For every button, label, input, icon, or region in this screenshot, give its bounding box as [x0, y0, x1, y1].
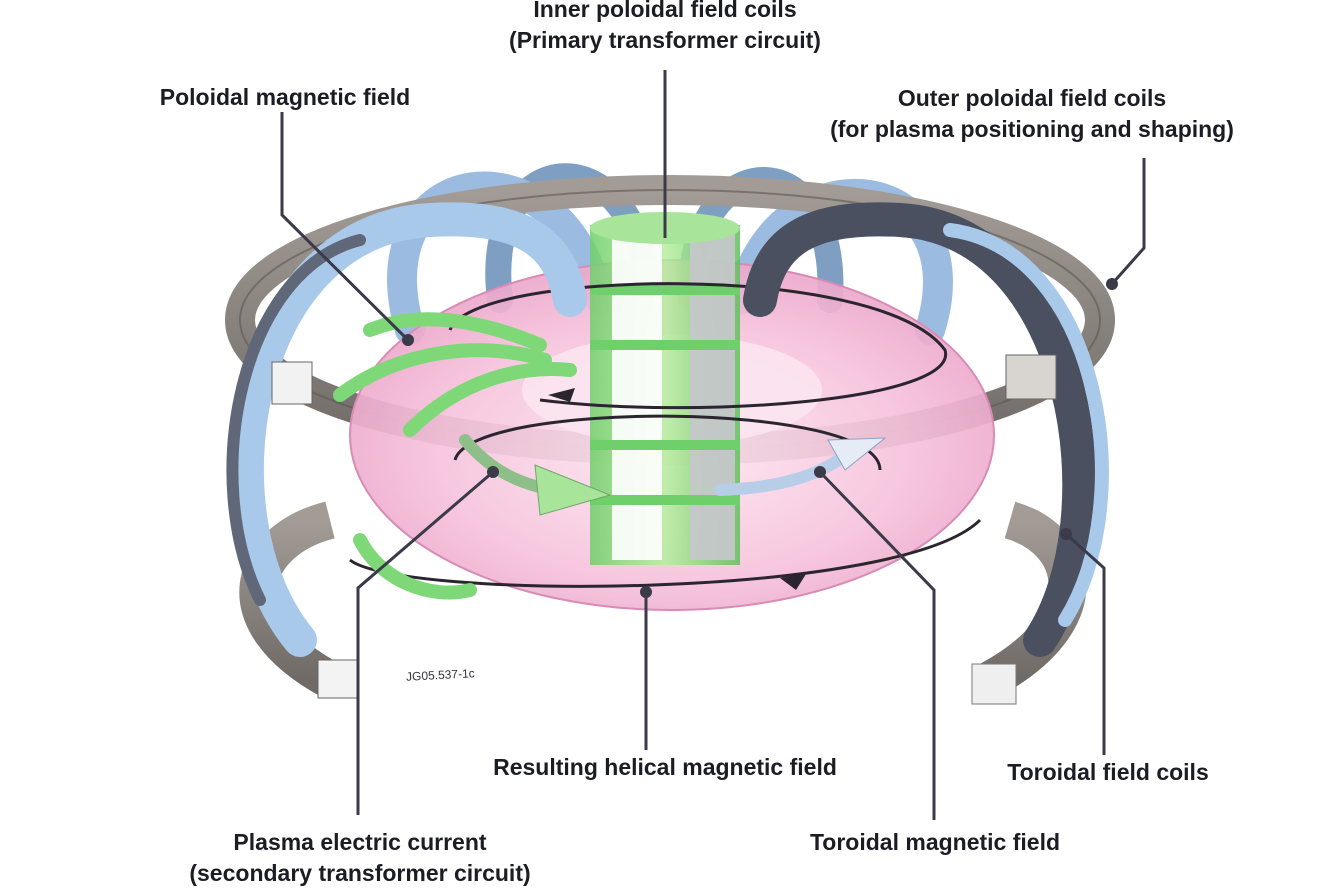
toroidal-field-arrow: [714, 437, 887, 496]
plasma-current-arrow: [459, 434, 612, 516]
label-outer-poloidal-coils-line2: (for plasma positioning and shaping): [830, 116, 1234, 142]
leader-lines: [280, 70, 1146, 820]
label-inner-poloidal-coils: Inner poloidal field coils (Primary tran…: [445, 0, 885, 56]
label-outer-poloidal-coils-line1: Outer poloidal field coils: [897, 85, 1167, 111]
central-solenoid: [590, 212, 740, 565]
label-inner-poloidal-coils-line1: Inner poloidal field coils: [533, 0, 797, 22]
label-toroidal-field: Toroidal magnetic field: [809, 829, 1061, 855]
label-outer-poloidal-coils: Outer poloidal field coils (for plasma p…: [800, 83, 1264, 145]
label-plasma-current-line2: (secondary transformer circuit): [189, 860, 531, 886]
label-poloidal-field: Poloidal magnetic field: [159, 84, 411, 110]
helical-arrowhead-upper: [548, 388, 575, 402]
poloidal-field-arrows: [333, 312, 577, 600]
label-helical-field: Resulting helical magnetic field: [493, 754, 837, 780]
label-plasma-current: Plasma electric current (secondary trans…: [140, 827, 580, 889]
outer-coil-end-caps: [271, 354, 1057, 405]
helical-arrowhead-lower: [780, 574, 806, 590]
leader-line-dots: [402, 278, 1118, 598]
label-toroidal-coils: Toroidal field coils: [1007, 759, 1209, 785]
toroidal-field-coils-front: [226, 202, 1109, 657]
label-inner-poloidal-coils-line2: (Primary transformer circuit): [509, 27, 821, 53]
label-plasma-current-line1: Plasma electric current: [233, 829, 487, 855]
